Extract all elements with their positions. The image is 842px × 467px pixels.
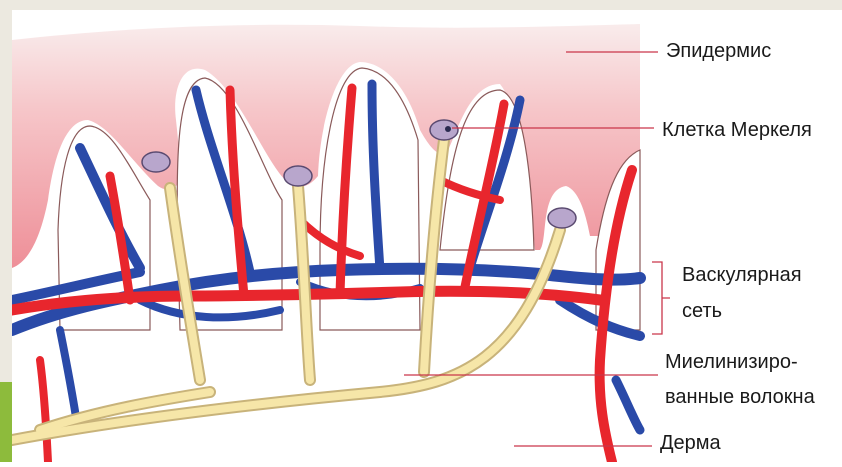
label-merkel-cell: Клетка Меркеля xyxy=(662,117,812,143)
label-dermis: Дерма xyxy=(660,430,721,456)
slide-frame-top xyxy=(0,0,842,10)
label-epidermis: Эпидермис xyxy=(666,38,771,64)
vascular-bracket xyxy=(652,262,670,334)
accent-bar xyxy=(0,382,12,462)
label-vascular-line1: Васкулярная xyxy=(682,262,802,288)
merkel-cell xyxy=(142,152,170,172)
label-myelin-line2: ванные волокна xyxy=(665,384,815,410)
merkel-cell xyxy=(548,208,576,228)
merkel-cell xyxy=(284,166,312,186)
merkel-cell xyxy=(430,120,458,140)
label-myelin-line1: Миелинизиро- xyxy=(665,349,798,375)
label-vascular-line2: сеть xyxy=(682,298,722,324)
